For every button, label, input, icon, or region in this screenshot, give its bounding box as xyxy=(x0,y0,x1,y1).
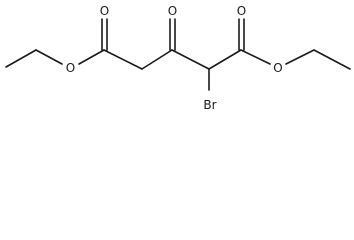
bond-o-c-left xyxy=(78,49,105,65)
carbonyl-oxygen-right-label: O xyxy=(237,4,246,18)
bond-ch3-ch2-left xyxy=(5,49,37,68)
ketone-oxygen-label: O xyxy=(168,4,177,18)
carbonyl-oxygen-left-label: O xyxy=(100,4,109,18)
bond-ketone-chbr xyxy=(171,49,210,70)
bond-c-o-right xyxy=(240,49,271,65)
bromine-label: Br xyxy=(203,98,216,112)
bond-o-ch2-right xyxy=(285,49,315,65)
bond-c-ch2 xyxy=(103,49,143,70)
bond-chbr-c-right xyxy=(208,49,242,70)
bond-ch2-o-left xyxy=(35,49,63,65)
structure-diagram: O O O O O Br xyxy=(5,4,351,112)
ester-oxygen-left-label: O xyxy=(66,61,75,75)
bond-ch2-ketone xyxy=(141,49,173,70)
ester-oxygen-right-label: O xyxy=(273,61,282,75)
bond-ch2-ch3-right xyxy=(313,49,351,70)
